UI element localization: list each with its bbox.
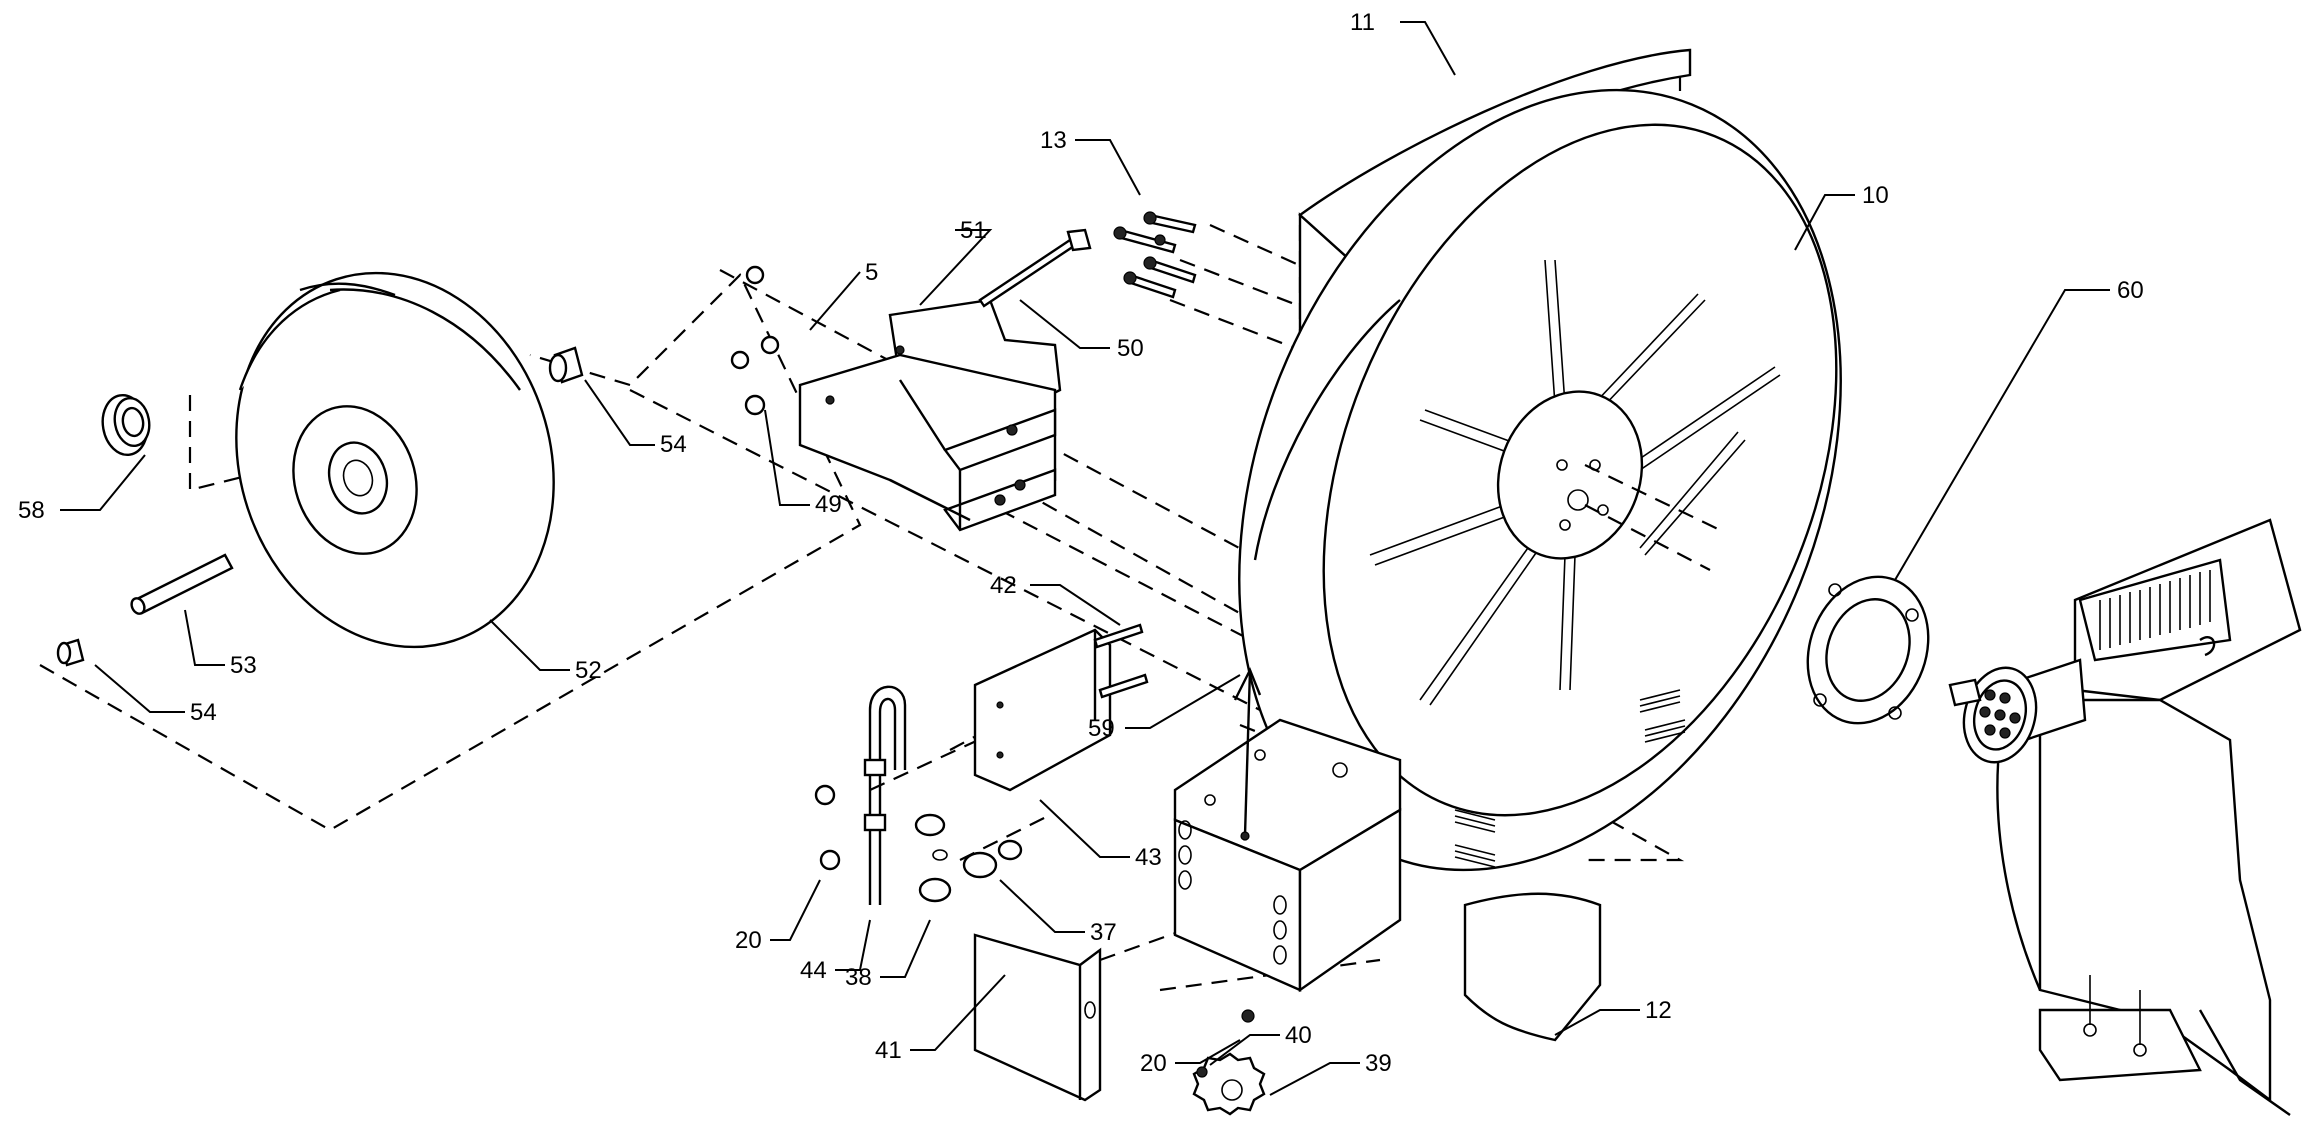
junction-box bbox=[1173, 667, 1402, 993]
callout-53: 53 bbox=[230, 652, 257, 679]
callout-38: 38 bbox=[845, 964, 872, 991]
part-53-axle bbox=[130, 553, 234, 615]
callout-40: 40 bbox=[1285, 1022, 1312, 1049]
callout-20-lower: 20 bbox=[1140, 1050, 1167, 1077]
callout-42: 42 bbox=[990, 572, 1017, 599]
part-60-flange bbox=[1806, 575, 1930, 725]
part-39-knob bbox=[1192, 1009, 1266, 1116]
callout-50: 50 bbox=[1117, 335, 1144, 362]
callout-37: 37 bbox=[1090, 919, 1117, 946]
callout-labels: 11 13 10 60 51 5 50 54 58 49 53 52 54 42… bbox=[18, 9, 2144, 1077]
callout-41: 41 bbox=[875, 1037, 902, 1064]
callout-54-lower: 54 bbox=[190, 699, 217, 726]
side-brackets bbox=[730, 228, 1092, 532]
callout-13: 13 bbox=[1040, 127, 1067, 154]
callout-59: 59 bbox=[1088, 715, 1115, 742]
callout-11: 11 bbox=[1350, 9, 1375, 36]
callout-49: 49 bbox=[815, 491, 842, 518]
reel-drum bbox=[1238, 48, 1842, 872]
part-43-plate bbox=[973, 623, 1149, 792]
callout-52: 52 bbox=[575, 657, 602, 684]
part-12-cover bbox=[1463, 892, 1602, 1042]
callout-44: 44 bbox=[800, 957, 827, 984]
callout-60: 60 bbox=[2117, 277, 2144, 304]
grommets bbox=[914, 813, 1023, 903]
part-52-wheel bbox=[235, 271, 555, 649]
threaded-studs bbox=[1454, 689, 1686, 868]
callout-39: 39 bbox=[1365, 1050, 1392, 1077]
bushings bbox=[56, 346, 584, 667]
callout-51: 51 bbox=[960, 217, 987, 244]
callout-5: 5 bbox=[865, 259, 878, 286]
motor-housing bbox=[1948, 518, 2302, 1116]
part-41-cover bbox=[973, 933, 1102, 1102]
leader-lines bbox=[60, 21, 2110, 1096]
callout-10: 10 bbox=[1862, 182, 1889, 209]
part-13-bolts bbox=[1113, 211, 1197, 299]
part-44-ubolt bbox=[814, 685, 907, 905]
callout-43: 43 bbox=[1135, 844, 1162, 871]
callout-58: 58 bbox=[18, 497, 45, 524]
callout-12: 12 bbox=[1645, 997, 1672, 1024]
callout-54-upper: 54 bbox=[660, 431, 687, 458]
callout-20-left: 20 bbox=[735, 927, 762, 954]
